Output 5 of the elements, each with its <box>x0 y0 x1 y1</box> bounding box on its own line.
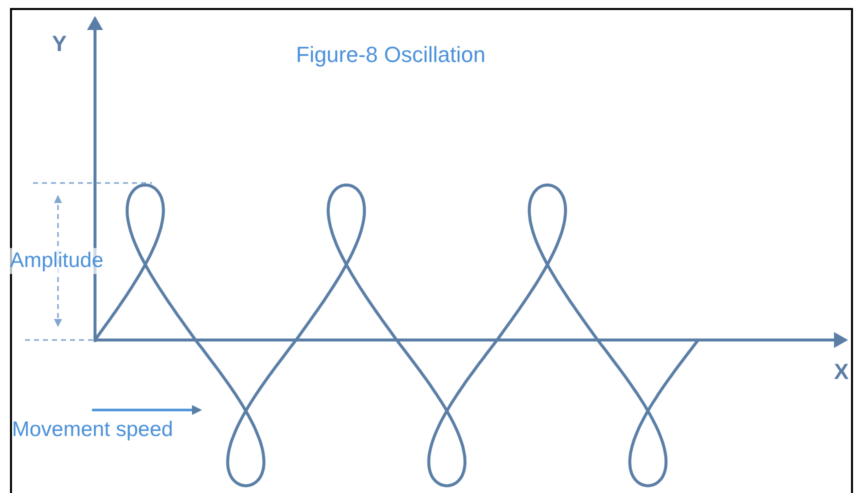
dimension-label: Amplitude <box>10 248 104 274</box>
axis-label: X <box>834 358 849 386</box>
speed-label: Movement speed <box>12 417 174 443</box>
diagram-title: Figure-8 Oscillation <box>296 41 486 69</box>
axis-label: Y <box>52 30 67 58</box>
